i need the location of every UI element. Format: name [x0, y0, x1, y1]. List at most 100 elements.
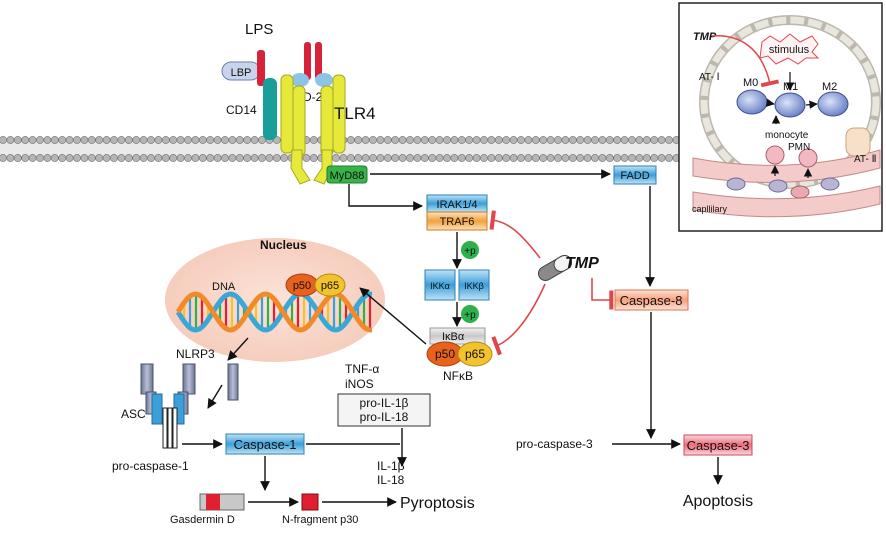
- tmp-pill-icon: [537, 255, 573, 281]
- at2-cell: [845, 127, 871, 157]
- m1-cell: [774, 92, 806, 118]
- capillary-bottom: [692, 185, 881, 218]
- pmn-cell-1: [765, 145, 785, 165]
- gasdermin-red-domain: [206, 494, 220, 510]
- irak-label: IRAK1/4: [437, 199, 478, 211]
- nuclear-p65-shape: [314, 273, 346, 297]
- traf6-label: TRAF6: [440, 216, 475, 228]
- pmn-cell-2: [798, 148, 818, 168]
- ikka-label: IKKα: [430, 281, 450, 291]
- lps-shape-b: [315, 42, 322, 80]
- capillary-cell-4: [790, 185, 810, 199]
- arrow-myd88-irak: [348, 184, 423, 211]
- alveolar-cells: [700, 16, 880, 188]
- nuclear-p65-label: p65: [321, 280, 339, 292]
- md2-shape-right: [315, 73, 333, 87]
- il18-label: IL-18: [377, 473, 405, 487]
- inhibit-nfkb: [491, 283, 546, 356]
- myd88-label: MyD88: [330, 170, 365, 182]
- nucleus-label: Nucleus: [260, 238, 307, 252]
- pro-il18-label: pro-IL-18: [360, 410, 409, 424]
- tnf-label: TNF-α: [345, 362, 379, 376]
- myd88-shape: [326, 165, 368, 184]
- nlrp3-complex: [140, 363, 239, 449]
- cd14-label: CD14: [226, 103, 257, 117]
- tlr4-shape-a: [280, 74, 294, 154]
- gasdermin-label: Gasdermin D: [170, 514, 235, 526]
- m2-cell: [817, 91, 849, 117]
- nlrp3-label: NLRP3: [176, 347, 215, 361]
- tlr4-shape-b: [292, 85, 306, 157]
- arrow-nlrp3-asc: [207, 384, 223, 409]
- caspase3-label: Caspase-3: [687, 438, 750, 453]
- ikba-box: [429, 327, 486, 345]
- tmp-label: TMP: [565, 255, 599, 272]
- caspase8-label: Caspase-8: [620, 293, 683, 308]
- caspase3-box: [683, 434, 753, 456]
- dna-helix: [175, 291, 373, 333]
- receptor-complex: LBP LPS CD14 MD-2 TLR4 MyD88: [221, 21, 376, 185]
- phospho-label-1: +p: [464, 246, 476, 257]
- ikba-label: IκBα: [442, 331, 465, 343]
- inset-tmp-label: TMP: [693, 31, 717, 43]
- nfragment-shape: [301, 493, 319, 511]
- tlr4-shape-d: [332, 74, 346, 154]
- lps-shape-left: [257, 50, 265, 86]
- caspase8-box: [614, 289, 689, 311]
- il1b-label: IL-1β: [377, 459, 405, 473]
- ikka-box: [424, 269, 456, 301]
- at1-label: AT- Ⅰ: [699, 72, 720, 83]
- phospho-badge-1: [461, 241, 479, 259]
- alveolus-inset: AT- Ⅱ PMN capllilary TMP stimulus AT- Ⅰ …: [678, 2, 883, 232]
- nfragment-label: N-fragment p30: [282, 514, 358, 526]
- inhibit-caspase8: [591, 278, 614, 310]
- lps-label: LPS: [245, 21, 273, 38]
- ikkb-label: IKKβ: [464, 281, 484, 291]
- traf6-box: [426, 211, 488, 231]
- dna-label: DNA: [212, 281, 236, 293]
- stimulus-burst: [759, 33, 820, 65]
- p50-label: p50: [435, 347, 455, 361]
- m1-label: M1: [783, 81, 798, 93]
- arrow-m1-m2: [805, 100, 818, 109]
- asc-label: ASC: [121, 407, 146, 421]
- inhibit-traf6: [489, 210, 541, 259]
- pro-il-box: [337, 393, 431, 427]
- at2-label: AT- Ⅱ: [854, 154, 877, 165]
- m0-label: M0: [743, 77, 758, 89]
- pmn-label: PMN: [788, 142, 810, 153]
- capillary-label: capllilary: [692, 204, 728, 214]
- pro-caspase1-label: pro-caspase-1: [112, 459, 189, 473]
- stimulus-label: stimulus: [769, 44, 810, 56]
- capillary-cell-2: [768, 179, 788, 193]
- pro-il1b-label: pro-IL-1β: [360, 396, 409, 410]
- fadd-box: [613, 165, 657, 185]
- tir-left: [290, 149, 311, 185]
- pro-caspase3-label: pro-caspase-3: [516, 437, 593, 451]
- m2-label: M2: [822, 81, 837, 93]
- nuclear-p50-label: p50: [293, 280, 311, 292]
- caspase1-box: [225, 433, 305, 455]
- md2-shape-left: [291, 73, 309, 87]
- capillary-cell-3: [820, 177, 840, 191]
- lps-shape-a: [304, 42, 311, 80]
- inos-label: iNOS: [345, 377, 374, 391]
- cd14-shape: [263, 78, 277, 140]
- apoptosis-label: Apoptosis: [683, 493, 753, 510]
- pyroptosis-label: Pyroptosis: [400, 495, 475, 512]
- inset-inhibit-stimulus: [711, 35, 780, 88]
- caspase1-label: Caspase-1: [234, 437, 297, 452]
- p65-label: p65: [465, 347, 485, 361]
- phospho-badge-2: [461, 305, 479, 323]
- arrow-m0-m1: [765, 98, 775, 107]
- arrow-nfkb-nucleus: [359, 287, 427, 345]
- m0-cell: [736, 89, 768, 115]
- lbp-label: LBP: [231, 67, 252, 79]
- fadd-label: FADD: [620, 170, 649, 182]
- monocyte-label: monocyte: [765, 130, 809, 141]
- ikkb-box: [458, 269, 490, 301]
- capillary-cell-1: [726, 177, 746, 191]
- phospho-label-2: +p: [464, 310, 476, 321]
